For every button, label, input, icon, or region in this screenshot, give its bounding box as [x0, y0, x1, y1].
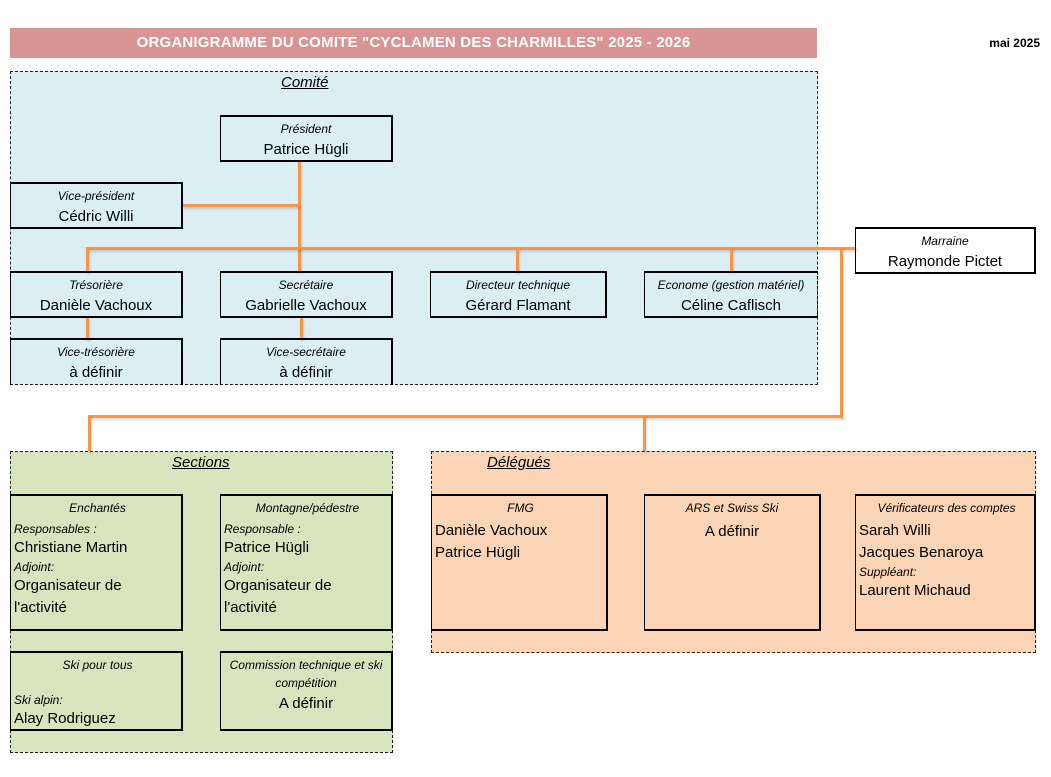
delegues-title: Délégués	[487, 454, 551, 471]
tresoriere-name: Danièle Vachoux	[39, 297, 153, 314]
enchantes-adjoint-line2: l'activité	[14, 599, 67, 616]
vice-president-name: Cédric Willi	[58, 208, 134, 225]
commission-name: A définir	[278, 695, 334, 712]
vice-secretaire-role: Vice-secrétaire	[266, 345, 346, 359]
directeur-box: Directeur technique Gérard Flamant	[430, 271, 607, 318]
vice-president-role: Vice-président	[57, 189, 135, 203]
enchantes-role: Enchantés	[69, 501, 126, 515]
connector-econome	[730, 247, 733, 272]
montagne-label-adjoint: Adjoint:	[224, 560, 265, 574]
fmg-box: FMG Danièle Vachoux Patrice Hügli	[431, 494, 608, 631]
montagne-adjoint-line2: l'activité	[224, 599, 277, 616]
commission-box: Commission technique et ski compétition …	[220, 651, 393, 731]
verificateurs-box: Vérificateurs des comptes Sarah Willi Ja…	[855, 494, 1036, 631]
connector-tresoriere	[86, 247, 89, 272]
enchantes-label-adjoint: Adjoint:	[14, 560, 55, 574]
marraine-role: Marraine	[921, 234, 969, 248]
connector-vice-tresoriere	[86, 318, 89, 339]
ski-alpin-name: Alay Rodriguez	[14, 710, 116, 727]
connector-right-down	[840, 247, 843, 418]
secretaire-box: Secrétaire Gabrielle Vachoux	[220, 271, 393, 318]
suppleant-label: Suppléant:	[859, 565, 917, 579]
montagne-label-responsable: Responsable :	[224, 522, 301, 536]
sections-title: Sections	[172, 454, 230, 471]
enchantes-adjoint-line1: Organisateur de	[14, 577, 122, 594]
vice-secretaire-name: à définir	[279, 364, 333, 381]
president-role: Président	[280, 122, 332, 136]
commission-role-line1: Commission technique et ski	[229, 658, 383, 672]
sections-group	[10, 451, 393, 753]
ski-pour-tous-box: Ski pour tous Ski alpin: Alay Rodriguez	[10, 651, 183, 731]
directeur-name: Gérard Flamant	[465, 297, 571, 314]
econome-box: Econome (gestion matériel) Céline Caflis…	[644, 271, 818, 318]
fmg-role: FMG	[507, 501, 534, 515]
verificateur-name-1: Sarah Willi	[859, 522, 931, 539]
ski-pour-tous-role: Ski pour tous	[62, 658, 133, 672]
montagne-responsable: Patrice Hügli	[224, 539, 310, 556]
secretaire-name: Gabrielle Vachoux	[245, 297, 367, 314]
connector-vice-secretaire	[300, 318, 303, 339]
document-date: mai 2025	[989, 36, 1040, 50]
page-title: ORGANIGRAMME DU COMITE "CYCLAMEN DES CHA…	[10, 28, 817, 58]
fmg-name-1: Danièle Vachoux	[435, 522, 548, 539]
tresoriere-role: Trésorière	[69, 278, 123, 292]
delegues-group	[431, 451, 1036, 653]
ars-name: A définir	[704, 523, 760, 540]
commission-role-line2: compétition	[275, 676, 337, 690]
president-name: Patrice Hügli	[263, 141, 349, 158]
connector-delegues	[643, 415, 646, 451]
verificateur-name-2: Jacques Benaroya	[859, 544, 984, 561]
econome-role: Econome (gestion matériel)	[657, 278, 805, 292]
fmg-name-2: Patrice Hügli	[435, 544, 521, 561]
directeur-role: Directeur technique	[465, 278, 571, 292]
econome-name: Céline Caflisch	[680, 297, 782, 314]
connector-sections	[88, 415, 91, 451]
suppleant-name: Laurent Michaud	[859, 582, 971, 599]
ski-label-alpin: Ski alpin:	[14, 693, 63, 707]
connector-president-down	[298, 161, 301, 272]
montagne-box: Montagne/pédestre Responsable : Patrice …	[220, 494, 393, 631]
vice-tresoriere-role: Vice-trésorière	[57, 345, 135, 359]
marraine-box: Marraine Raymonde Pictet	[855, 227, 1036, 274]
vice-tresoriere-box: Vice-trésorière à définir	[10, 338, 183, 385]
secretaire-role: Secrétaire	[278, 278, 334, 292]
vice-tresoriere-name: à définir	[69, 364, 123, 381]
enchantes-box: Enchantés Responsables : Christiane Mart…	[10, 494, 183, 631]
comite-title: Comité	[281, 74, 329, 91]
connector-directeur	[516, 247, 519, 272]
connector-vice-president	[183, 204, 299, 207]
tresoriere-box: Trésorière Danièle Vachoux	[10, 271, 183, 318]
connector-main-horizontal	[86, 247, 856, 250]
montagne-adjoint-line1: Organisateur de	[224, 577, 332, 594]
vice-secretaire-box: Vice-secrétaire à définir	[220, 338, 393, 385]
marraine-name: Raymonde Pictet	[887, 253, 1003, 270]
montagne-role: Montagne/pédestre	[255, 501, 360, 515]
president-box: Président Patrice Hügli	[220, 115, 393, 162]
ars-role: ARS et Swiss Ski	[685, 501, 779, 515]
vice-president-box: Vice-président Cédric Willi	[10, 182, 183, 229]
verificateurs-role: Vérificateurs des comptes	[877, 501, 1016, 515]
connector-bottom-horizontal	[88, 415, 843, 418]
ars-box: ARS et Swiss Ski A définir	[644, 494, 821, 631]
enchantes-label-responsables: Responsables :	[14, 522, 97, 536]
enchantes-responsable: Christiane Martin	[14, 539, 128, 556]
